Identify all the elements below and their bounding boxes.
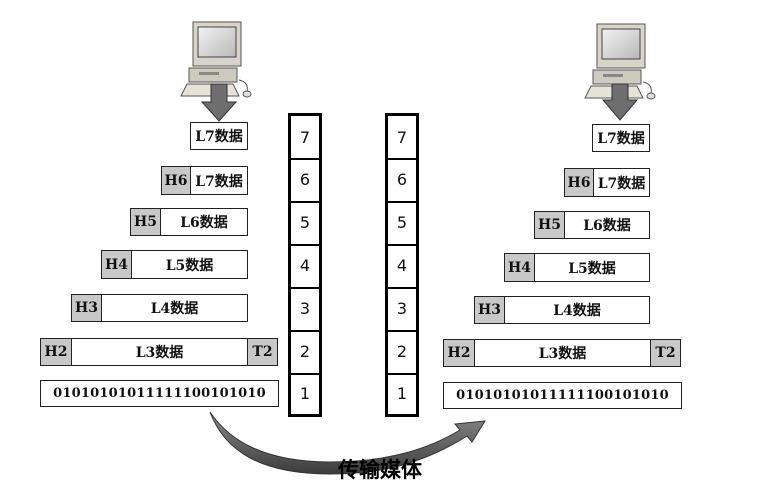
down-arrow-icon [601,83,639,121]
receiver-h5-header: H5 [534,211,565,239]
receiver-h3-header: H3 [474,296,505,324]
sender-l4-payload: L5数据 [131,250,248,279]
sender-t2-trailer: T2 [247,338,278,366]
layer-number: 5 [299,213,311,232]
down-arrow-icon [200,83,238,122]
receiver-l4-payload: L5数据 [534,253,650,282]
receiver-h2-header: H2 [443,339,475,367]
receiver-l2-payload: L3数据 [474,339,651,367]
sender-h2-header: H2 [40,338,72,366]
receiver-l3-payload: L4数据 [504,296,650,324]
layer-number: 3 [396,299,408,318]
layer-number: 7 [396,127,408,147]
sender-bitstream: 01010101011111100101010 [40,380,279,407]
receiver-h6-header: H6 [564,168,594,197]
layer-number: 6 [299,170,311,189]
receiver-l6-payload: L7数据 [593,168,650,197]
receiver-l5-payload: L6数据 [564,211,650,239]
receiver-l7-payload: L7数据 [592,124,650,152]
sender-osi-layers: 7 6 5 4 3 2 1 [288,113,322,417]
sender-h6-header: H6 [161,166,191,195]
layer-number: 6 [396,170,408,189]
layer-number: 1 [396,384,408,403]
sender-l3-payload: L4数据 [101,294,248,322]
receiver-t2-trailer: T2 [650,339,681,367]
transmission-medium-label: 传输媒体 [338,458,422,482]
sender-l7-payload: L7数据 [190,122,248,150]
layer-number: 2 [396,342,408,361]
layer-number: 2 [299,342,311,361]
computer-icon [584,23,656,100]
layer-number: 3 [299,299,311,318]
sender-h5-header: H5 [130,208,161,236]
receiver-h4-header: H4 [504,253,535,282]
sender-h4-header: H4 [101,250,132,279]
layer-number: 5 [396,213,408,232]
layer-number: 7 [299,127,311,147]
sender-l6-payload: L7数据 [190,166,248,195]
layer-number: 1 [299,384,311,403]
sender-h3-header: H3 [71,294,102,322]
layer-number: 4 [396,256,408,275]
sender-l5-payload: L6数据 [160,208,248,236]
receiver-bitstream: 01010101011111100101010 [443,382,682,409]
transmission-arrow-icon [209,411,486,475]
receiver-osi-layers: 7 6 5 4 3 2 1 [385,113,419,417]
layer-number: 4 [299,256,311,275]
sender-l2-payload: L3数据 [71,338,248,366]
